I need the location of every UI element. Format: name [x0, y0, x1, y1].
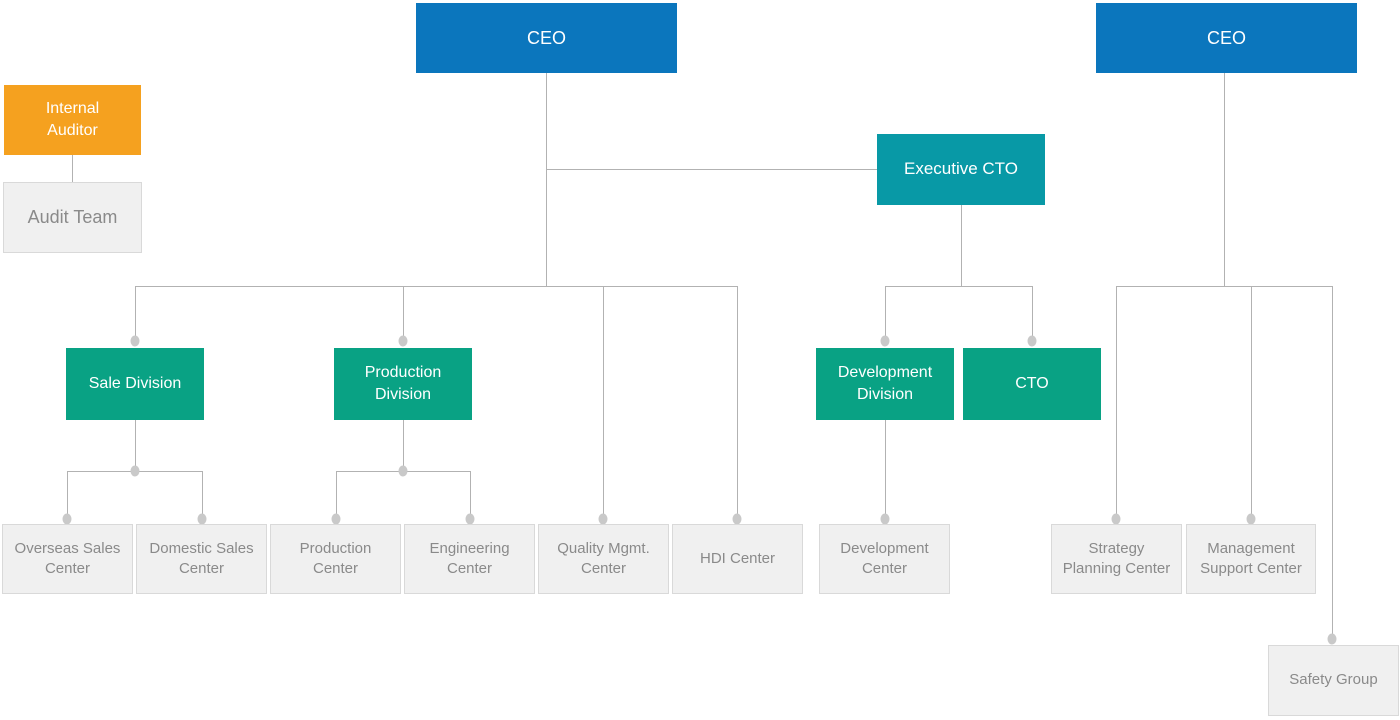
- org-node-label: Domestic Sales Center: [149, 539, 254, 577]
- connector-line: [135, 286, 738, 287]
- org-node-label: CEO: [526, 27, 566, 48]
- org-node-quality-mgmt-center: Quality Mgmt. Center: [538, 524, 669, 594]
- org-node-strategy-planning-center: Strategy Planning Center: [1051, 524, 1182, 594]
- connector-line: [135, 420, 136, 471]
- connector-line: [1224, 73, 1225, 286]
- org-node-safety-group: Safety Group: [1268, 645, 1399, 716]
- org-node-label: CEO: [1206, 27, 1246, 48]
- junction-dot: [880, 335, 890, 347]
- junction-dot: [62, 513, 72, 525]
- connector-line: [1332, 286, 1333, 639]
- junction-dot: [331, 513, 341, 525]
- org-node-engineering-center: Engineering Center: [404, 524, 535, 594]
- connector-line: [1116, 286, 1332, 287]
- org-node-label: CTO: [1015, 375, 1049, 393]
- org-node-label: Overseas Sales Center: [14, 539, 121, 577]
- org-node-ceo-left: CEO: [416, 3, 677, 73]
- org-node-label: Sale Division: [88, 375, 182, 393]
- org-node-label: Strategy Planning Center: [1062, 539, 1171, 577]
- org-node-label: HDI Center: [699, 549, 776, 567]
- junction-dot: [130, 465, 140, 477]
- junction-dot: [1327, 633, 1337, 645]
- connector-line: [1116, 286, 1117, 519]
- junction-dot: [1111, 513, 1121, 525]
- org-node-management-support-center: Management Support Center: [1186, 524, 1316, 594]
- org-node-label: Production Center: [299, 539, 372, 577]
- junction-dot: [880, 513, 890, 525]
- junction-dot: [1027, 335, 1037, 347]
- org-node-internal-auditor: Internal Auditor: [4, 85, 141, 155]
- org-node-development-division: Development Division: [816, 348, 954, 420]
- connector-line: [603, 286, 604, 519]
- org-node-label: Production Division: [364, 364, 442, 403]
- org-node-cto: CTO: [963, 348, 1101, 420]
- junction-dot: [1246, 513, 1256, 525]
- connector-line: [546, 169, 877, 170]
- org-node-production-center: Production Center: [270, 524, 401, 594]
- org-node-label: Engineering Center: [429, 539, 510, 577]
- connector-line: [72, 155, 73, 182]
- junction-dot: [197, 513, 207, 525]
- connector-line: [67, 471, 68, 519]
- org-node-ceo-right: CEO: [1096, 3, 1357, 73]
- connector-line: [403, 286, 404, 342]
- org-node-label: Executive CTO: [903, 159, 1018, 179]
- connector-line: [403, 420, 404, 471]
- connector-line: [1032, 286, 1033, 342]
- junction-dot: [598, 513, 608, 525]
- junction-dot: [732, 513, 742, 525]
- org-node-label: Development Division: [837, 364, 933, 403]
- org-node-development-center: Development Center: [819, 524, 950, 594]
- connector-line: [135, 286, 136, 342]
- org-node-label: Management Support Center: [1200, 539, 1302, 577]
- connector-line: [961, 205, 962, 287]
- connector-line: [470, 471, 471, 519]
- connector-line: [737, 286, 738, 519]
- connector-line: [336, 471, 337, 519]
- org-node-label: Audit Team: [27, 207, 118, 228]
- junction-dot: [398, 465, 408, 477]
- org-node-executive-cto: Executive CTO: [877, 134, 1045, 205]
- org-node-label: Internal Auditor: [45, 100, 100, 139]
- org-node-overseas-sales-center: Overseas Sales Center: [2, 524, 133, 594]
- org-node-label: Safety Group: [1289, 671, 1378, 689]
- org-node-label: Quality Mgmt. Center: [557, 539, 650, 577]
- junction-dot: [398, 335, 408, 347]
- org-node-audit-team: Audit Team: [3, 182, 142, 253]
- org-node-label: Development Center: [840, 539, 929, 577]
- connector-line: [885, 420, 886, 519]
- org-node-domestic-sales-center: Domestic Sales Center: [136, 524, 267, 594]
- connector-line: [885, 286, 886, 342]
- connector-line: [885, 286, 1032, 287]
- junction-dot: [130, 335, 140, 347]
- org-node-sale-division: Sale Division: [66, 348, 204, 420]
- connector-line: [546, 73, 547, 286]
- connector-line: [202, 471, 203, 519]
- org-node-hdi-center: HDI Center: [672, 524, 803, 594]
- connector-line: [1251, 286, 1252, 519]
- junction-dot: [465, 513, 475, 525]
- org-node-production-division: Production Division: [334, 348, 472, 420]
